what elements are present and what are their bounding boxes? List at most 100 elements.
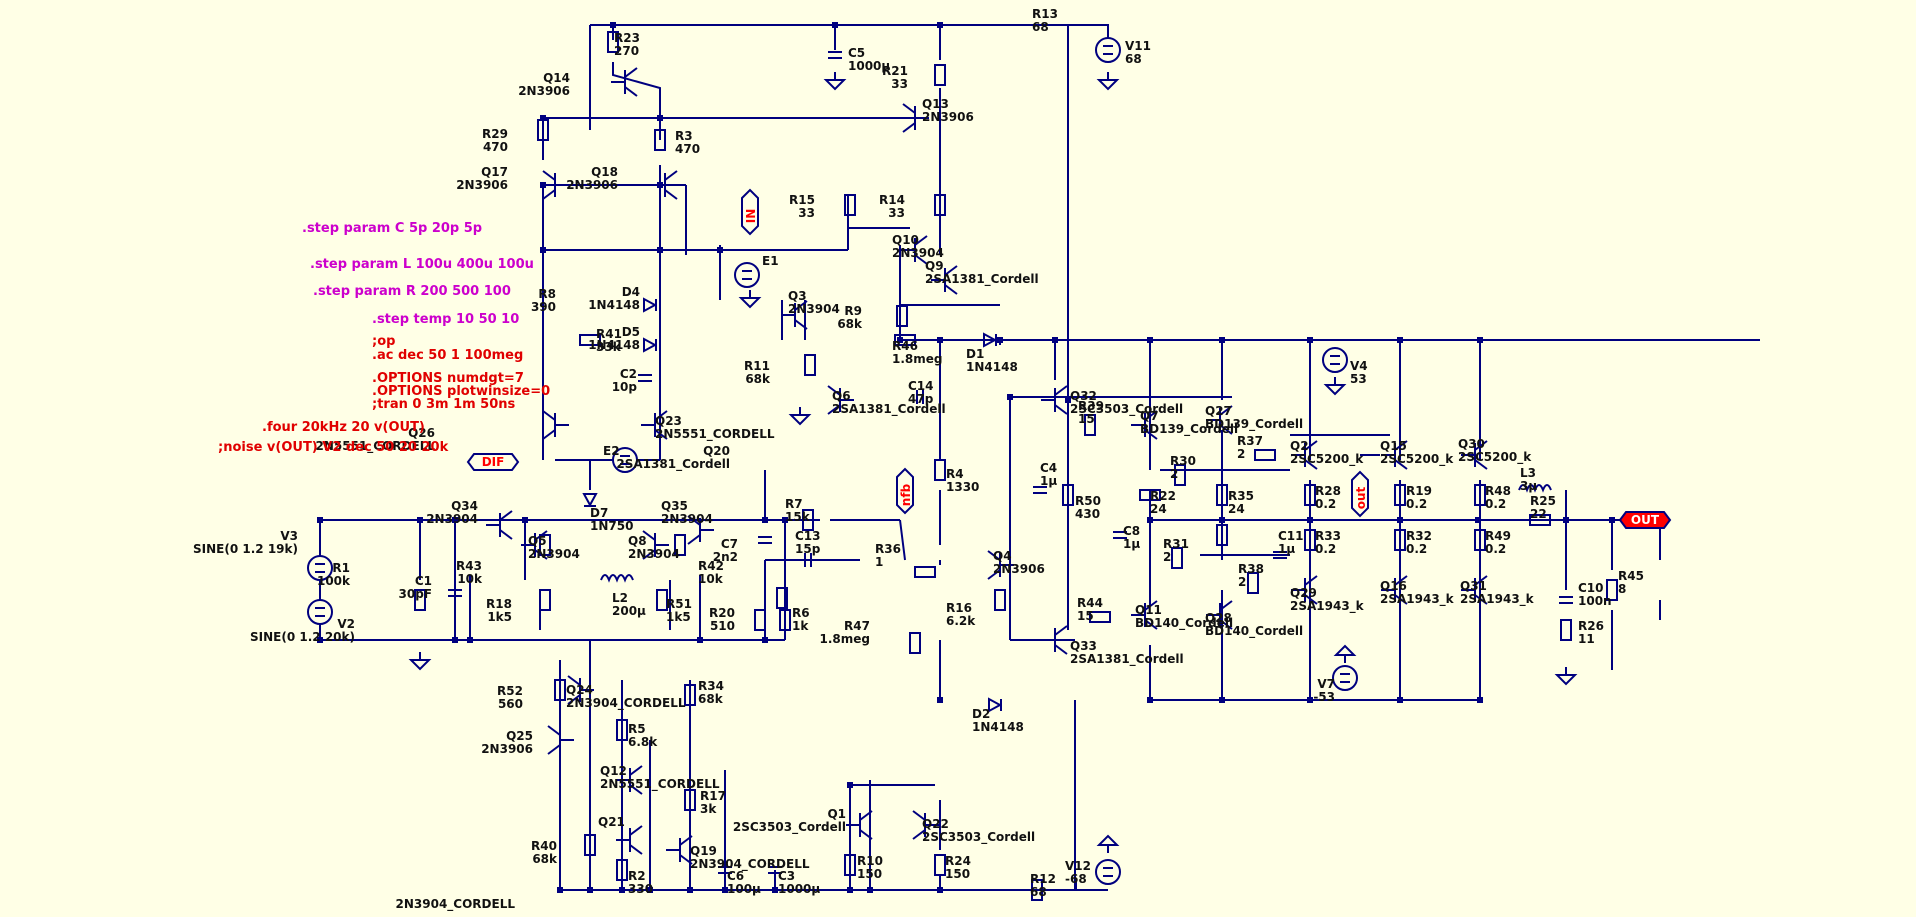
component-value[interactable]: 270 [614,44,639,58]
component-name[interactable]: C11 [1278,529,1304,543]
component-name[interactable]: R47 [844,619,870,633]
component-name[interactable]: Q21 [598,815,625,829]
component-value[interactable]: 430 [1075,507,1100,521]
component-name[interactable]: Q27 [1205,404,1232,418]
component-value[interactable]: 390 [531,300,556,314]
component-name[interactable]: R41 [596,327,622,341]
component-name[interactable]: C4 [1040,461,1057,475]
component-name[interactable]: R10 [857,854,883,868]
component-value[interactable]: 2SC5200_k [1380,452,1454,467]
component-name[interactable]: Q19 [690,844,717,858]
component-value[interactable]: 2N3906 [922,110,974,124]
component-name[interactable]: Q35 [661,499,688,513]
component-name[interactable]: Q11 [1135,603,1162,617]
component-name[interactable]: V11 [1125,39,1151,53]
component-name[interactable]: D1 [966,347,984,361]
component-value[interactable]: 2n2 [713,550,738,564]
component-value[interactable]: 0.2 [1485,542,1506,556]
component-value[interactable]: 15k [785,510,811,524]
net-label-dif[interactable]: DIF [466,453,520,471]
component-name[interactable]: R7 [785,497,803,511]
component-value[interactable]: 2SC3503_Cordell [1070,402,1183,417]
component-value[interactable]: 2N3904 [788,302,840,316]
component-name[interactable]: C1 [415,574,432,588]
component-name[interactable]: R12 [1030,872,1056,886]
component-name[interactable]: D2 [972,707,990,721]
component-value[interactable]: 3k [700,802,717,816]
component-name[interactable]: Q33 [1070,639,1097,653]
component-name[interactable]: R9 [844,304,862,318]
component-name[interactable]: V3 [280,529,298,543]
component-name[interactable]: L2 [612,591,628,605]
component-name[interactable]: C14 [908,379,934,393]
component-value[interactable]: 1µ [1040,474,1057,488]
component-name[interactable]: C10 [1578,581,1604,595]
net-label-in[interactable]: IN [741,188,759,236]
component-name[interactable]: Q23 [655,414,682,428]
component-value[interactable]: BD139_Cordell [1205,417,1303,432]
component-name[interactable]: R52 [497,684,523,698]
component-value[interactable]: 2 [1238,575,1246,589]
component-name[interactable]: Q2 [1290,439,1309,453]
component-value[interactable]: 0.2 [1315,542,1336,556]
component-value[interactable]: 33k [596,340,622,354]
component-value[interactable]: 2 [1163,550,1171,564]
component-name[interactable]: D5 [622,325,640,339]
component-value[interactable]: 2SC3503_Cordell [733,820,846,835]
component-value[interactable]: 0.2 [1406,542,1427,556]
component-value[interactable]: 150 [857,867,882,881]
component-value[interactable]: 2SA1943_k [1290,599,1365,614]
component-name[interactable]: Q4 [993,549,1012,563]
component-name[interactable]: Q18 [591,165,618,179]
spice-directive-step_c[interactable]: .step param C 5p 20p 5p [302,221,482,236]
net-label-nfb[interactable]: nfb [896,467,914,515]
component-name[interactable]: Q28 [1205,611,1232,625]
component-name[interactable]: R45 [1618,569,1644,583]
component-name[interactable]: E2 [603,444,620,458]
component-value[interactable]: 33 [891,77,908,91]
component-name[interactable]: Q20 [703,444,730,458]
component-value[interactable]: BD140_Cordell [1135,616,1233,631]
spice-directive-tran[interactable]: ;tran 0 3m 1m 50ns [372,397,516,412]
component-name[interactable]: R30 [1170,454,1196,468]
component-name[interactable]: Q22 [922,817,949,831]
component-value[interactable]: 470 [483,140,508,154]
component-name[interactable]: R20 [709,606,735,620]
component-value[interactable]: 1µ [1278,542,1295,556]
spice-directive-op[interactable]: ;op [372,334,395,349]
component-name[interactable]: Q31 [1460,579,1487,593]
component-value[interactable]: 3µ [1520,479,1537,493]
component-name[interactable]: Q15 [1380,439,1407,453]
component-value[interactable]: 68k [532,852,558,866]
component-value[interactable]: 24 [1228,502,1245,516]
component-value[interactable]: 24 [1150,502,1167,516]
component-value[interactable]: -53 [1313,690,1335,704]
component-value[interactable]: 2N3906 [518,84,570,98]
component-name[interactable]: R40 [531,839,557,853]
component-name[interactable]: C7 [721,537,738,551]
component-name[interactable]: C2 [620,367,637,381]
component-value[interactable]: 68 [1030,885,1047,899]
component-name[interactable]: V7 [1317,677,1335,691]
component-value[interactable]: 2N3904_CORDELL [566,696,686,711]
component-value[interactable]: 510 [710,619,735,633]
component-value[interactable]: 1k [792,619,809,633]
component-value[interactable]: 22 [1530,507,1547,521]
component-name[interactable]: R5 [628,722,646,736]
component-name[interactable]: C5 [848,46,865,60]
component-name[interactable]: Q29 [1290,586,1317,600]
component-name[interactable]: Q9 [925,259,944,273]
component-name[interactable]: R34 [698,679,724,693]
component-value[interactable]: 1N4148 [588,298,640,312]
component-value[interactable]: 2N3906 [481,742,533,756]
component-value[interactable]: 1000µ [848,59,890,73]
component-value[interactable]: 0.2 [1485,497,1506,511]
component-name[interactable]: R38 [1238,562,1264,576]
component-name[interactable]: R36 [875,542,901,556]
component-name[interactable]: Q26 [408,426,435,440]
component-name[interactable]: C8 [1123,524,1140,538]
component-value[interactable]: 10p [612,380,638,394]
component-value[interactable]: SINE(0 1.2 20k) [250,630,355,644]
component-value[interactable]: 6.2k [946,614,976,628]
